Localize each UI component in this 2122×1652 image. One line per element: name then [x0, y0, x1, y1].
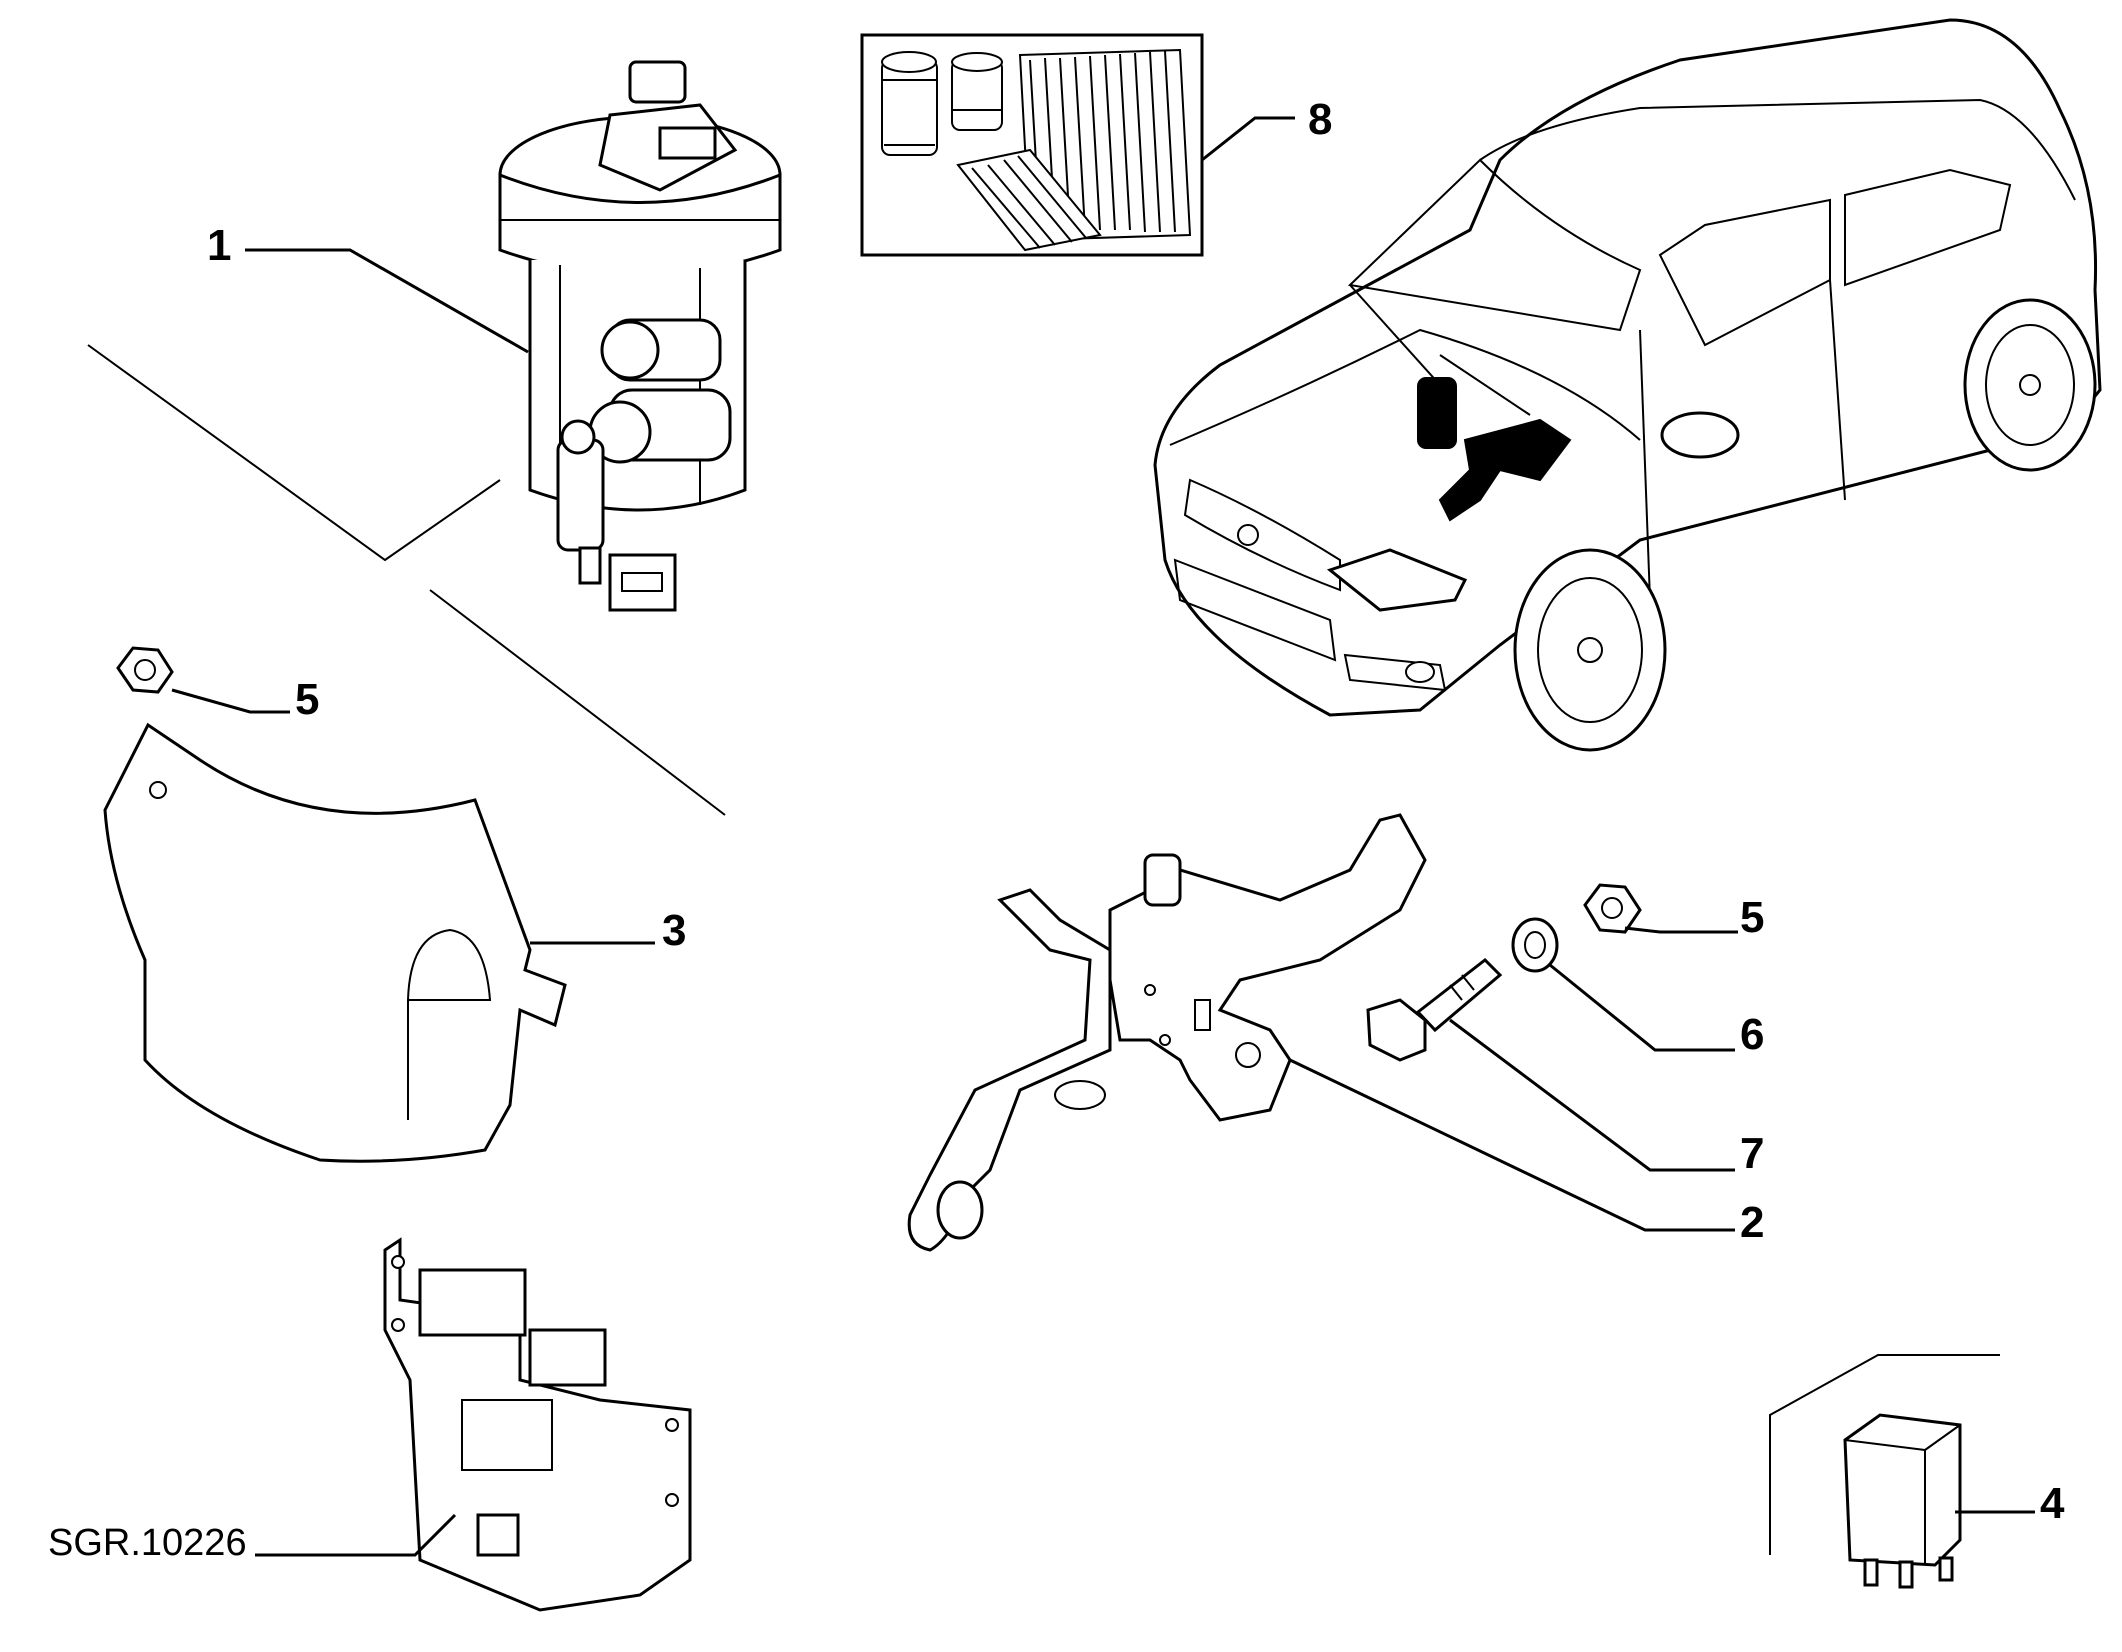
callout-6: 6	[1549, 963, 1764, 1059]
separator-lines	[87, 344, 726, 816]
heat-shield-cover	[103, 722, 567, 1163]
callout-8: 8	[1201, 95, 1332, 162]
callout-8-label: 8	[1308, 95, 1332, 144]
callout-5a: 5	[171, 675, 319, 724]
ecu-module	[383, 1237, 692, 1612]
relay	[1843, 1413, 1962, 1589]
washer	[1511, 917, 1559, 973]
callout-5b-label: 5	[1740, 893, 1764, 942]
filter-kit-inset	[860, 33, 1204, 257]
mounting-bracket	[907, 813, 1427, 1252]
callout-7-label: 7	[1740, 1129, 1764, 1178]
car-illustration	[1153, 18, 2102, 752]
nut-right	[1583, 883, 1642, 934]
callout-3-label: 3	[662, 906, 686, 955]
callout-5a-label: 5	[295, 675, 319, 724]
callout-2-label: 2	[1740, 1198, 1764, 1247]
callout-4: 4	[1955, 1479, 2065, 1528]
callout-4-label: 4	[2040, 1479, 2065, 1528]
callout-7: 7	[1449, 1018, 1764, 1178]
fuel-filter-assembly	[498, 60, 782, 612]
callout-6-label: 6	[1740, 1010, 1764, 1059]
bolt	[1366, 958, 1503, 1062]
reference-code-leader: SGR.10226	[48, 1513, 457, 1564]
callout-1: 1	[207, 221, 529, 354]
callout-2: 2	[1289, 1058, 1764, 1247]
callout-1-label: 1	[207, 221, 231, 270]
relay-section-lines	[1769, 1354, 2000, 1555]
nut-left	[116, 646, 174, 694]
callout-3: 3	[530, 906, 686, 955]
callout-5b: 5	[1624, 893, 1764, 942]
reference-code: SGR.10226	[48, 1522, 247, 1564]
